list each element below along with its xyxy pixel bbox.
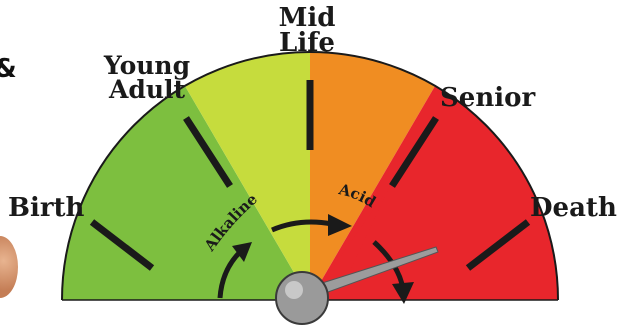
gauge-outline xyxy=(61,51,559,301)
label-senior: Senior xyxy=(440,83,536,113)
gauge-zone-yellow-green xyxy=(185,52,310,300)
label-young-adult-line1: Young xyxy=(103,51,191,80)
tick-birth xyxy=(89,219,155,271)
tick-death xyxy=(465,219,531,271)
label-mid-life-line2: Life xyxy=(279,27,335,58)
gauge-zone-red-inner xyxy=(310,186,390,300)
clipped-partial-text: & xyxy=(0,56,17,82)
arrow-up-alkaline-head xyxy=(232,242,252,262)
arrow-right-midline-head xyxy=(328,214,352,236)
label-birth: Birth xyxy=(8,193,85,223)
gauge-hub-highlight xyxy=(285,281,303,299)
hand-image-partial xyxy=(0,236,18,298)
arrow-up-alkaline xyxy=(217,250,242,299)
tick-senior xyxy=(389,116,439,188)
label-mid-life: Mid Life xyxy=(262,3,352,58)
label-death: Death xyxy=(530,193,617,223)
arrow-right-midline xyxy=(271,219,333,233)
tick-young-adult xyxy=(183,116,233,188)
label-young-adult-line2: Adult xyxy=(108,74,186,104)
label-young-adult: Young Adult xyxy=(92,51,202,104)
gauge-hub xyxy=(275,271,329,325)
label-mid-life-line1: Mid xyxy=(278,3,336,33)
gauge-zone-orange xyxy=(310,52,435,300)
arrow-down-acid-head xyxy=(392,282,414,304)
